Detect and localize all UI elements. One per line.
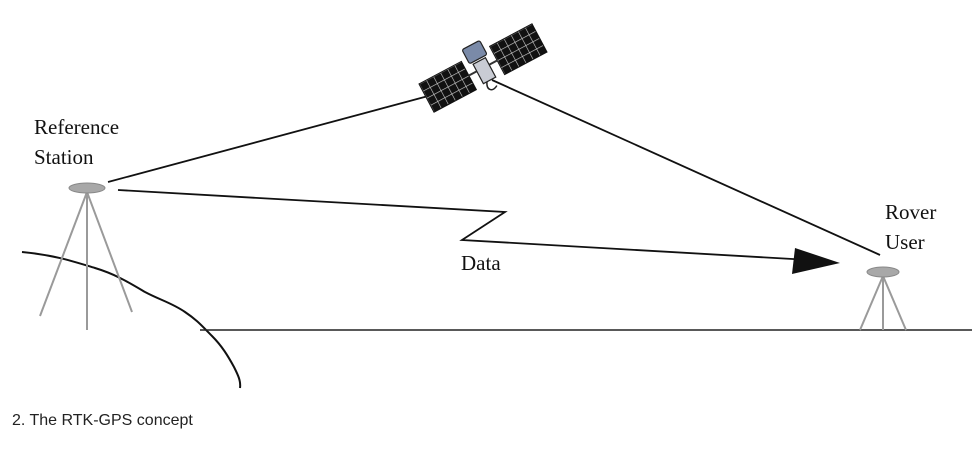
satellite-to-reference-line	[107, 94, 433, 183]
reference-station-label-line2: Station	[34, 145, 94, 169]
data-arrow-head	[792, 248, 840, 274]
rover-tripod-icon	[859, 266, 907, 331]
data-link-line	[117, 189, 811, 261]
satellite-icon	[418, 23, 548, 113]
figure-caption: 2. The RTK-GPS concept	[12, 412, 193, 429]
reference-station-label-line1: Reference	[34, 115, 120, 139]
terrain-cliff	[21, 251, 242, 389]
rover-label-line1: Rover	[885, 200, 937, 224]
satellite-to-rover-line	[491, 79, 881, 256]
reference-tripod-icon	[39, 182, 133, 330]
data-label: Data	[461, 251, 501, 275]
rover-label-line2: User	[885, 230, 925, 254]
